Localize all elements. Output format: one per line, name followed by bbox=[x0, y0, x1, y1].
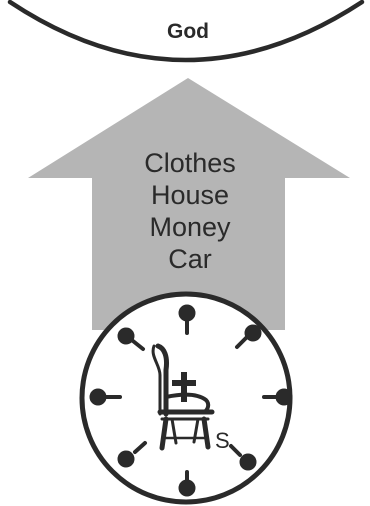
arrow-item-house: House bbox=[151, 180, 229, 210]
god-label: God bbox=[167, 20, 209, 43]
self-label: S bbox=[215, 428, 230, 453]
arrow-item-clothes: Clothes bbox=[144, 148, 236, 178]
arrow-item-car: Car bbox=[168, 244, 212, 274]
arrow-item-money: Money bbox=[149, 212, 231, 242]
